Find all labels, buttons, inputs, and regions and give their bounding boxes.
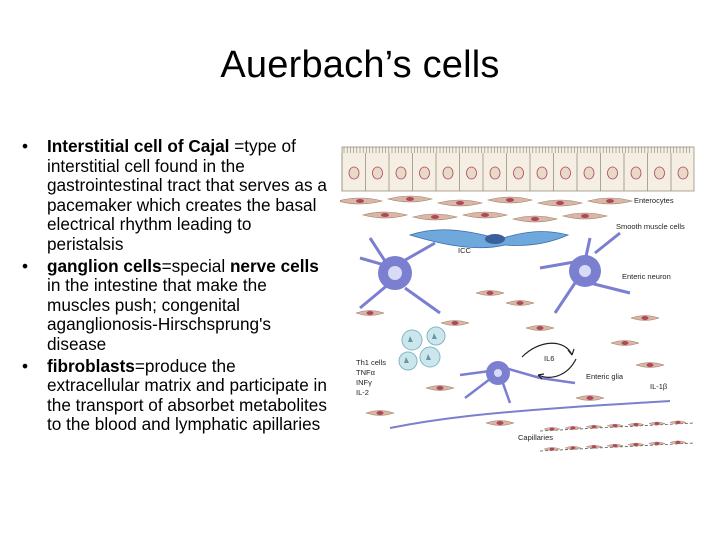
- enteric-glia: [459, 361, 576, 404]
- capillary-nucleus: [549, 427, 555, 431]
- bullet-text-2: in the intestine that make the muscles p…: [47, 275, 271, 354]
- capillary-nucleus: [591, 445, 597, 449]
- label-enterocytes: Enterocytes: [634, 196, 674, 205]
- slide-title: Auerbach’s cells: [220, 44, 500, 86]
- muscle-nucleus: [506, 198, 514, 202]
- label-enteric-glia: Enteric glia: [586, 372, 624, 381]
- muscle-nucleus: [356, 199, 364, 203]
- bullet-term-2: nerve cells: [229, 255, 319, 276]
- fibroblast-nucleus: [451, 321, 459, 325]
- bullet-item-icc: • Interstitial cell of Cajal =type of in…: [22, 136, 332, 255]
- fibroblast-nucleus: [646, 363, 654, 367]
- enterocyte-nucleus: [466, 166, 477, 180]
- capillary-nucleus: [654, 422, 660, 425]
- fibroblast-nucleus: [621, 341, 629, 345]
- fibroblast-nucleus: [516, 301, 524, 305]
- label-smooth-muscle: Smooth muscle cells: [616, 222, 685, 231]
- bullet-text: =type of interstitial cell found in the …: [47, 136, 327, 254]
- signal-arrows: [521, 342, 577, 380]
- capillary-nucleus: [675, 420, 681, 424]
- label-enteric-neuron: Enteric neuron: [622, 272, 671, 281]
- capillary-nucleus: [591, 425, 597, 429]
- capillary-nucleus: [612, 444, 618, 448]
- capillary-nucleus: [633, 423, 639, 427]
- enterocyte-nucleus: [630, 166, 642, 180]
- enterocyte-nucleus: [654, 166, 665, 180]
- th1-cells: [398, 326, 446, 371]
- label-th1: Th1 cells: [356, 358, 386, 367]
- enterocyte-nucleus: [419, 166, 430, 180]
- capillary-nucleus: [570, 426, 576, 430]
- label-icc: ICC: [458, 246, 472, 255]
- bullet-text: =produce the extracellular matrix and pa…: [47, 355, 327, 435]
- bullet-term: fibroblasts: [47, 355, 135, 376]
- capillary-nucleus: [654, 442, 660, 445]
- enteric-neuron-left: [359, 237, 441, 315]
- fibroblast-nucleus: [436, 386, 444, 390]
- enteric-neuron-right: [539, 231, 631, 314]
- gut-wall-illustration: Enterocytes Smooth muscle cells ICC Ente…: [340, 146, 695, 452]
- enterocyte-nucleus: [489, 166, 501, 180]
- bullet-text: =special: [161, 255, 230, 276]
- icc-cell: [408, 229, 570, 249]
- smooth-muscle-layer: [340, 195, 634, 223]
- fibroblast-nucleus: [376, 411, 384, 415]
- bullet-item-fibroblasts: • fibroblasts=produce the extracellular …: [22, 355, 332, 435]
- bullet-list: • Interstitial cell of Cajal =type of in…: [22, 136, 332, 437]
- muscle-nucleus: [431, 215, 439, 219]
- capillaries: [539, 420, 695, 452]
- capillary-nucleus: [549, 447, 555, 451]
- label-il6: IL6: [544, 354, 554, 363]
- bullet-term: ganglion cells: [47, 255, 162, 276]
- muscle-nucleus: [456, 201, 464, 205]
- capillary-nucleus: [570, 446, 576, 450]
- enterocyte-nucleus: [372, 166, 383, 180]
- enterocyte-nucleus: [395, 166, 407, 180]
- bullet-item-ganglion: • ganglion cells=special nerve cells in …: [22, 255, 332, 355]
- enterocyte-nucleus: [513, 166, 524, 180]
- fibroblast-nucleus: [536, 326, 544, 330]
- muscle-nucleus: [531, 217, 539, 221]
- muscle-nucleus: [406, 197, 414, 201]
- capillary-nucleus: [633, 443, 639, 447]
- enterocyte-nucleus: [607, 166, 618, 180]
- bullet-marker: •: [22, 136, 29, 156]
- fibroblast-nucleus: [366, 311, 374, 315]
- fibroblast-nucleus: [586, 396, 594, 400]
- label-il2: IL-2: [356, 388, 369, 397]
- bullet-marker: •: [22, 255, 29, 276]
- enterocyte-nucleus: [583, 166, 595, 180]
- muscle-nucleus: [606, 199, 614, 203]
- muscle-nucleus: [556, 201, 564, 205]
- muscle-nucleus: [581, 214, 589, 218]
- enterocyte-nucleus: [442, 166, 454, 180]
- nerve-fiber: [389, 400, 671, 429]
- label-tnfa: TNFα: [356, 368, 376, 377]
- fibroblast-nucleus: [486, 291, 494, 295]
- enterocyte-layer: [341, 146, 695, 192]
- enterocyte-nucleus: [677, 166, 689, 180]
- bullet-marker: •: [22, 355, 29, 376]
- label-infy: INFγ: [356, 378, 372, 387]
- muscle-nucleus: [381, 213, 389, 217]
- capillary-nucleus: [675, 440, 681, 444]
- enterocyte-nucleus: [536, 166, 548, 180]
- fibroblast-nucleus: [641, 316, 649, 320]
- fibroblast-nucleus: [496, 421, 504, 425]
- fibroblast-cells: [355, 290, 665, 426]
- label-il1b: IL-1β: [650, 382, 668, 391]
- bullet-term: Interstitial cell of Cajal: [47, 136, 230, 156]
- label-capillaries: Capillaries: [518, 433, 553, 442]
- enterocyte-nucleus: [348, 166, 360, 180]
- muscle-nucleus: [481, 213, 489, 217]
- capillary-nucleus: [612, 424, 618, 428]
- enterocyte-nucleus: [560, 166, 571, 180]
